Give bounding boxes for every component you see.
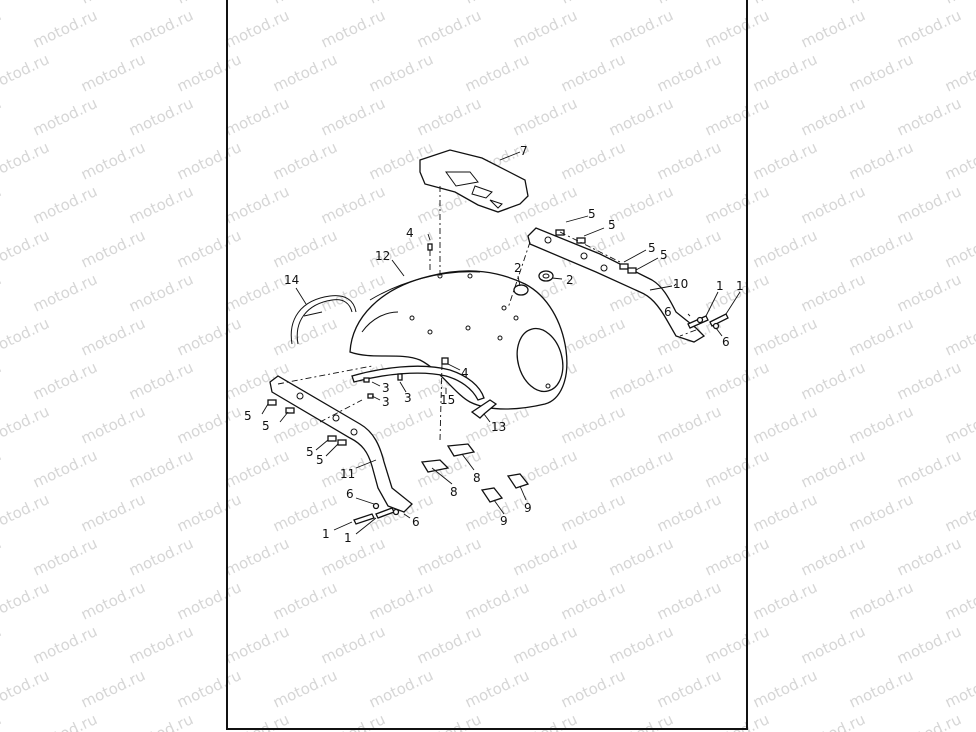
callout-6-a: 6	[664, 305, 672, 319]
callout-5-f: 5	[262, 419, 270, 433]
fastener-1-b	[709, 313, 729, 327]
diagram-frame	[226, 0, 748, 730]
callout-9-a: 9	[500, 514, 508, 528]
callout-2-right: 2	[566, 273, 574, 287]
callout-5-d: 5	[660, 248, 668, 262]
fastener-4-b	[441, 357, 449, 365]
part-9-spacers	[480, 473, 530, 503]
callout-5-a: 5	[588, 207, 596, 221]
part-14-harness-clip	[290, 295, 357, 345]
callout-labels: 7 12 4 2 2 14 5 5 5 5 10 6 1 1 6 3 3 3 4…	[244, 144, 744, 545]
part-10-right-rail	[527, 227, 706, 343]
callout-6-c: 6	[346, 487, 354, 501]
callout-5-h: 5	[316, 453, 324, 467]
part-2-grommets	[513, 270, 554, 296]
callout-1-a: 1	[716, 279, 724, 293]
part-11-left-rail	[269, 375, 413, 513]
part-7-seat-plate	[419, 149, 529, 213]
fastener-5-d	[627, 267, 637, 274]
callout-3-a: 3	[382, 381, 390, 395]
fastener-6-d	[392, 508, 400, 516]
fastener-5-f	[285, 407, 295, 414]
callout-2-left: 2	[514, 261, 522, 275]
fastener-3-a	[363, 377, 370, 383]
callout-14: 14	[284, 273, 299, 287]
callout-1-c: 1	[322, 527, 330, 541]
callout-12: 12	[375, 249, 390, 263]
callout-7: 7	[520, 144, 528, 158]
callout-13: 13	[491, 420, 506, 434]
callout-11: 11	[340, 467, 355, 481]
callout-6-b: 6	[722, 335, 730, 349]
callout-5-b: 5	[608, 218, 616, 232]
callout-8-a: 8	[450, 485, 458, 499]
fastener-6-a	[696, 316, 704, 324]
fastener-5-h	[337, 439, 347, 446]
callout-3-c: 3	[404, 391, 412, 405]
fastener-4-a	[427, 243, 433, 251]
callout-1-d: 1	[344, 531, 352, 545]
part-15-fender-trim	[351, 365, 485, 401]
callout-6-d: 6	[412, 515, 420, 529]
callout-5-g: 5	[306, 445, 314, 459]
callout-5-e: 5	[244, 409, 252, 423]
fastener-3-c	[397, 373, 403, 381]
fastener-6-b	[712, 322, 720, 330]
callout-5-c: 5	[648, 241, 656, 255]
callout-10: 10	[673, 277, 688, 291]
callout-1-b: 1	[736, 279, 744, 293]
part-8-plates	[420, 443, 476, 473]
assembly-lines	[277, 186, 697, 441]
callout-15: 15	[440, 393, 455, 407]
part-12-rear-fender	[349, 270, 568, 410]
fastener-5-g	[327, 435, 337, 442]
callout-8-b: 8	[473, 471, 481, 485]
leader-lines	[261, 151, 741, 535]
fastener-1-c	[353, 513, 375, 525]
callout-9-b: 9	[524, 501, 532, 515]
callout-4-top: 4	[406, 226, 414, 240]
callout-3-b: 3	[382, 395, 390, 409]
callout-4-bottom: 4	[461, 366, 469, 380]
part-13-bracket	[470, 399, 498, 419]
fastener-5-e	[267, 399, 277, 406]
fastener-6-c	[372, 502, 380, 510]
fastener-1-d	[375, 507, 395, 519]
fastener-5-c	[619, 263, 629, 270]
